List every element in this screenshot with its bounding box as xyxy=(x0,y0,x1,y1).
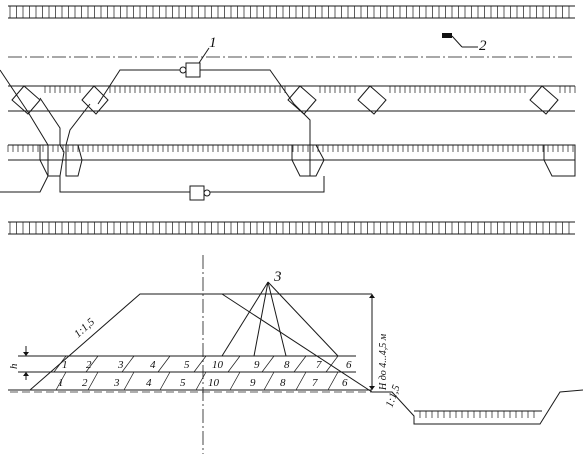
depth-label: H до 4...4,5 м xyxy=(378,333,389,391)
right-pit xyxy=(372,389,583,425)
section-number-label: 5 xyxy=(184,359,190,371)
section-number-label: 9 xyxy=(250,377,256,389)
slope-label-left: 1:1,5 xyxy=(72,316,97,341)
section-number-label: 3 xyxy=(113,377,120,389)
height-marker xyxy=(23,346,29,380)
callout-1-leader xyxy=(198,47,210,64)
section-number-label: 2 xyxy=(82,377,88,389)
depth-dimension xyxy=(369,294,375,390)
cell-divider xyxy=(87,371,99,391)
section-layers xyxy=(8,355,378,393)
cell-divider xyxy=(227,355,241,373)
stockpile-outline xyxy=(29,293,372,391)
section-number-label: 5 xyxy=(180,377,186,389)
section-number-label: 2 xyxy=(86,359,92,371)
section-number-label: 10 xyxy=(212,359,224,371)
section-number-label: 6 xyxy=(346,359,352,371)
cell-divider xyxy=(325,355,339,373)
top-bench-ticks xyxy=(9,6,570,18)
cell-divider xyxy=(261,355,275,373)
cell-divider xyxy=(53,355,67,373)
lower-row-labels: 1 2 3 4 5 10 9 8 7 6 xyxy=(58,377,348,389)
cell-divider xyxy=(121,355,135,373)
cell-divider xyxy=(193,355,207,373)
section-number-label: 8 xyxy=(280,377,286,389)
cell-divider xyxy=(55,371,67,391)
cell-divider xyxy=(229,371,241,391)
bottom-bench-ticks xyxy=(9,222,570,234)
cell-divider xyxy=(295,371,307,391)
cell-divider xyxy=(327,371,339,391)
pit-ticks xyxy=(419,411,535,418)
section-number-label: 9 xyxy=(254,359,260,371)
height-label: h xyxy=(8,363,20,369)
cell-divider xyxy=(195,371,207,391)
cell-divider xyxy=(159,371,171,391)
callout-1-label: 1 xyxy=(209,35,217,51)
upper-bench-plan xyxy=(8,85,576,115)
upper-bench-ticks xyxy=(44,86,576,93)
section-number-label: 1 xyxy=(58,377,64,389)
cell-divider xyxy=(263,371,275,391)
cell-divider xyxy=(85,355,99,373)
section-number-label: 3 xyxy=(117,359,124,371)
section-cells xyxy=(10,355,378,393)
section-number-label: 6 xyxy=(342,377,348,389)
section-number-label: 1 xyxy=(62,359,68,371)
section-number-label: 4 xyxy=(150,359,156,371)
cell-divider xyxy=(157,355,171,373)
cell-divider xyxy=(293,355,307,373)
marker-2-icon xyxy=(442,33,478,48)
bottom-bench-strip xyxy=(8,221,575,235)
section-number-label: 10 xyxy=(208,377,220,389)
cell-divider xyxy=(123,371,135,391)
section-number-label: 8 xyxy=(284,359,290,371)
callout-3-leaders xyxy=(221,281,339,357)
upper-row-labels: 1 2 3 4 5 10 9 8 7 6 xyxy=(62,359,352,371)
callout-2-label: 2 xyxy=(479,38,487,54)
callout-3-label: 3 xyxy=(273,269,282,285)
section-number-label: 7 xyxy=(316,359,322,371)
section-number-label: 4 xyxy=(146,377,152,389)
lower-bench-plan xyxy=(7,144,576,177)
lower-bench-ticks xyxy=(7,145,574,152)
haul-routes xyxy=(0,62,325,201)
section-number-label: 7 xyxy=(312,377,318,389)
top-bench-strip xyxy=(8,5,575,19)
